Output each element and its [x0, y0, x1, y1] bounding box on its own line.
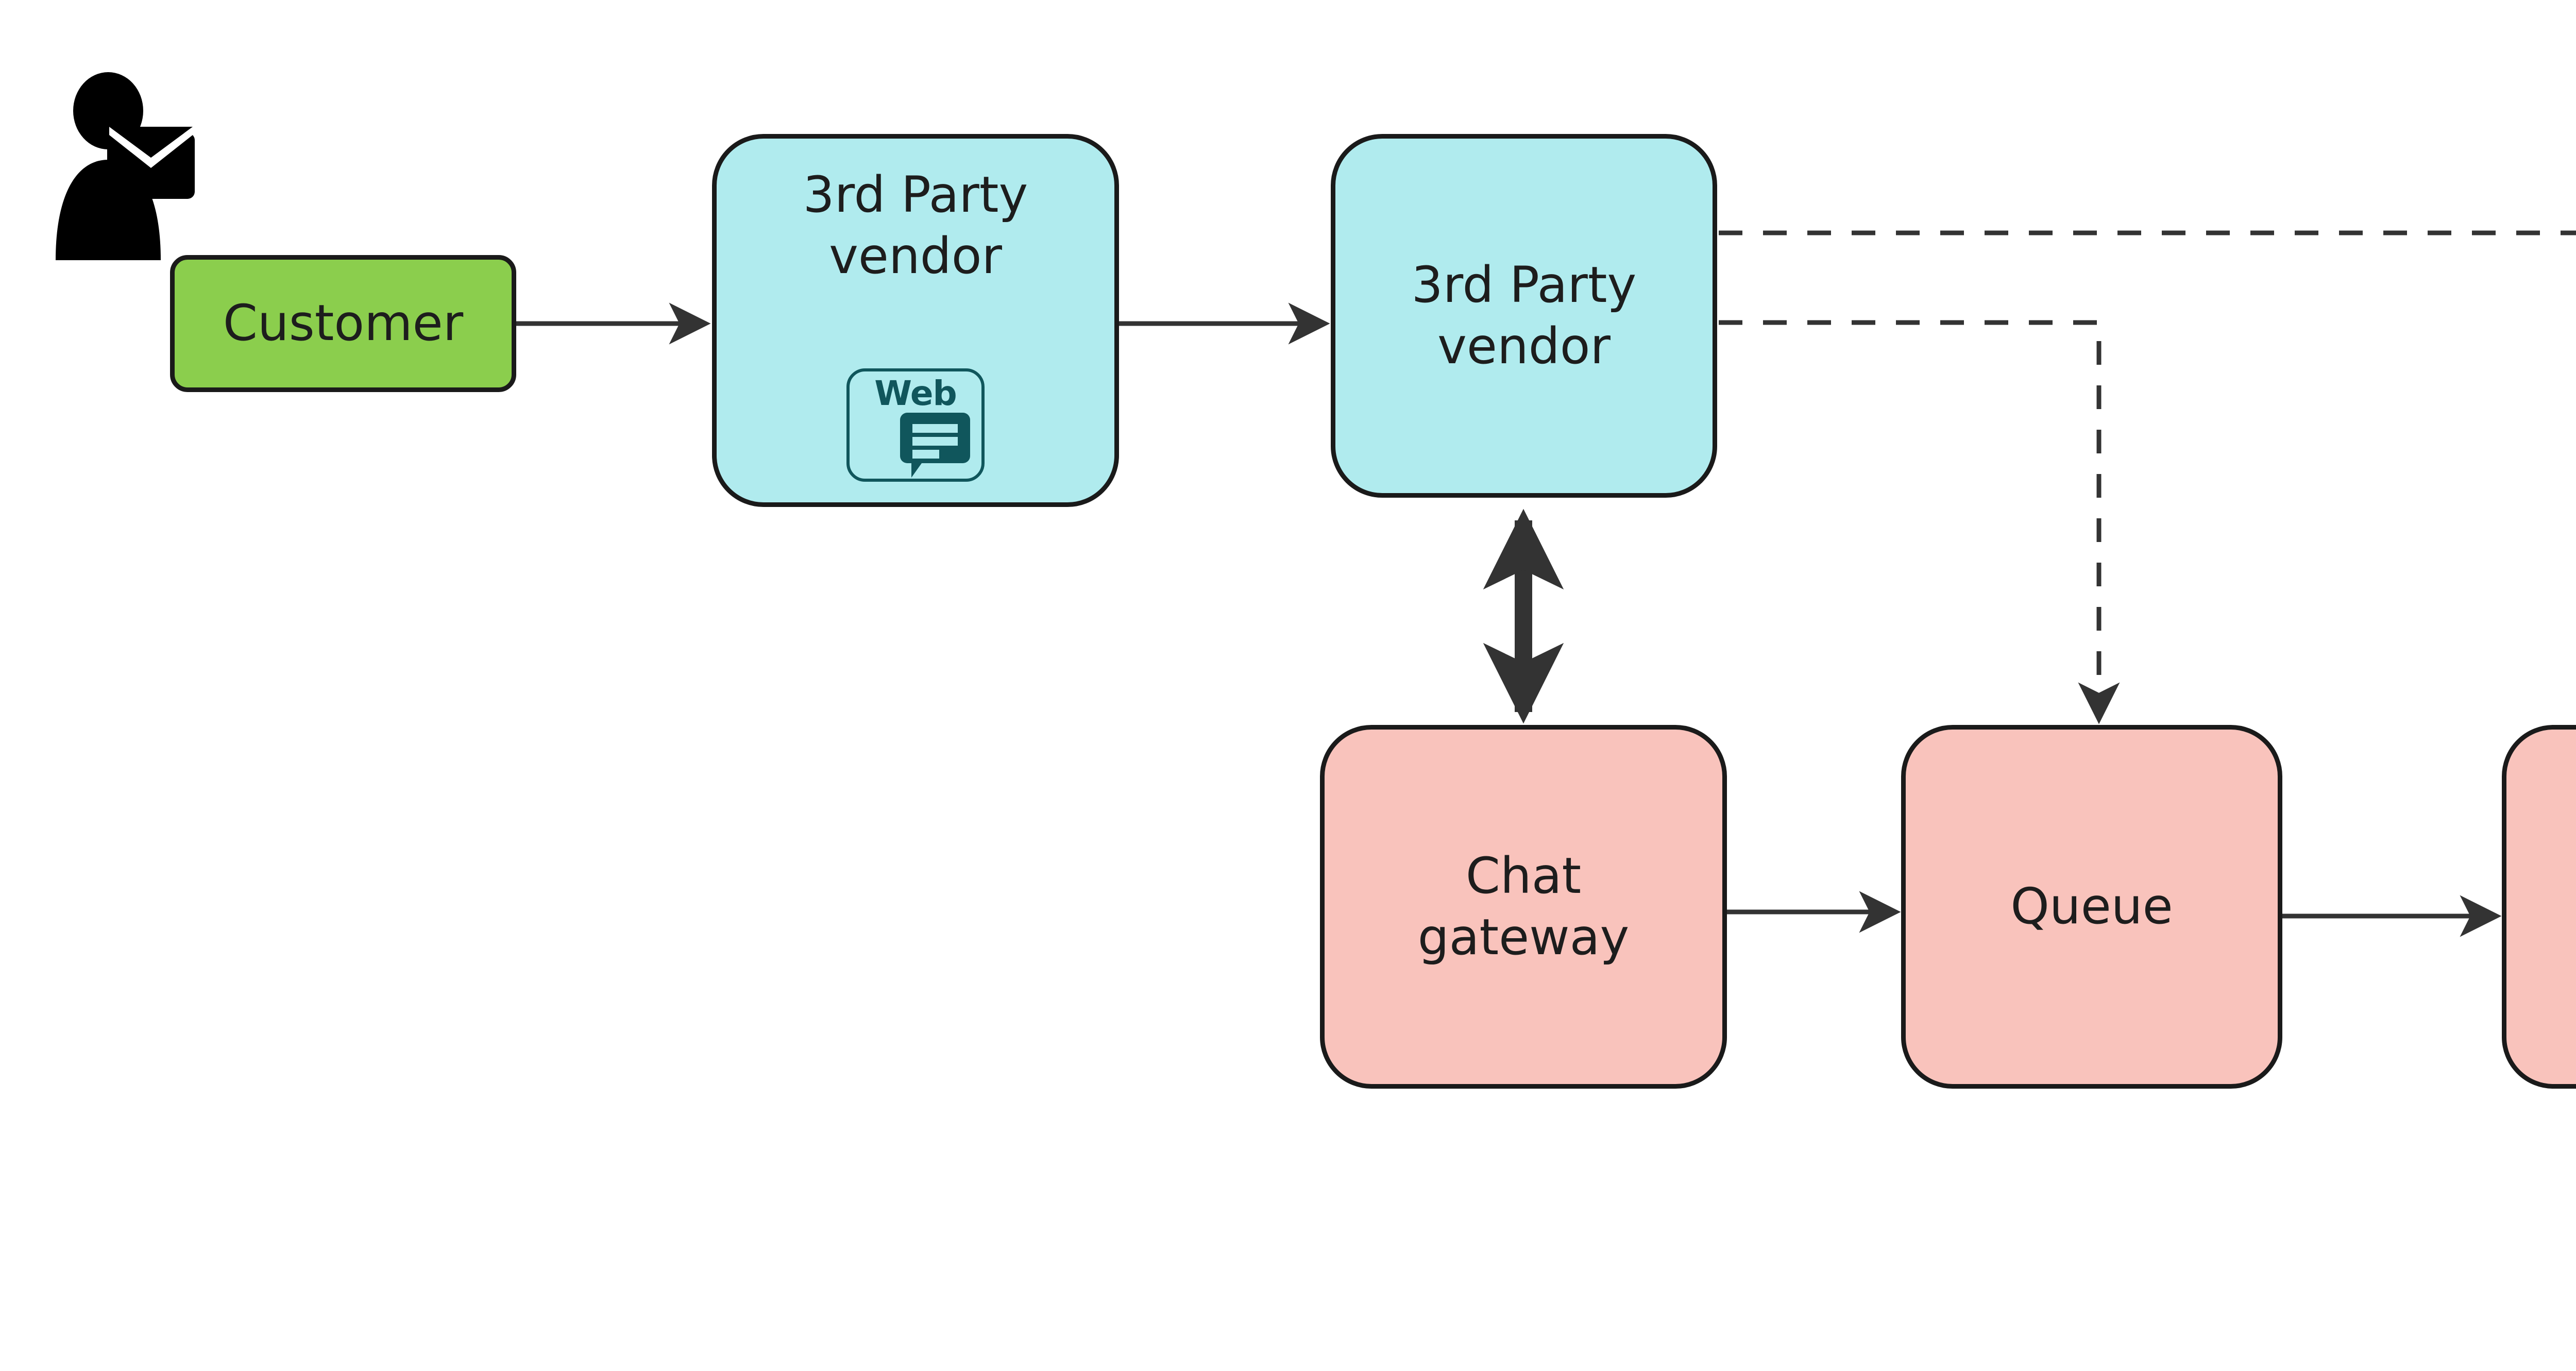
- customer-person-envelope-icon: [56, 72, 195, 260]
- edge-vendor-b-to-agent: [1719, 230, 2576, 235]
- node-customer-label: Customer: [223, 294, 464, 352]
- node-chat-gateway-label: Chat gateway: [1417, 847, 1630, 966]
- node-queue-label: Queue: [2010, 877, 2173, 936]
- node-customer[interactable]: Customer: [170, 255, 516, 392]
- web-chat-icon: Web: [846, 368, 985, 482]
- node-queue[interactable]: Queue: [1901, 725, 2282, 1089]
- edge-vendor-b-to-queue: [1719, 320, 2120, 724]
- node-vendor-a[interactable]: 3rd Party vendor Web: [712, 134, 1119, 507]
- node-chat-gateway[interactable]: Chat gateway: [1320, 725, 1727, 1089]
- web-icon-label: Web: [874, 374, 957, 413]
- chat-bubble-icon: [900, 413, 970, 478]
- node-vendor-a-label: 3rd Party vendor: [803, 166, 1028, 285]
- node-vendor-b[interactable]: 3rd Party vendor: [1331, 134, 1717, 498]
- node-vendor-b-label: 3rd Party vendor: [1411, 256, 1637, 375]
- node-agent[interactable]: Agent: [2502, 725, 2576, 1089]
